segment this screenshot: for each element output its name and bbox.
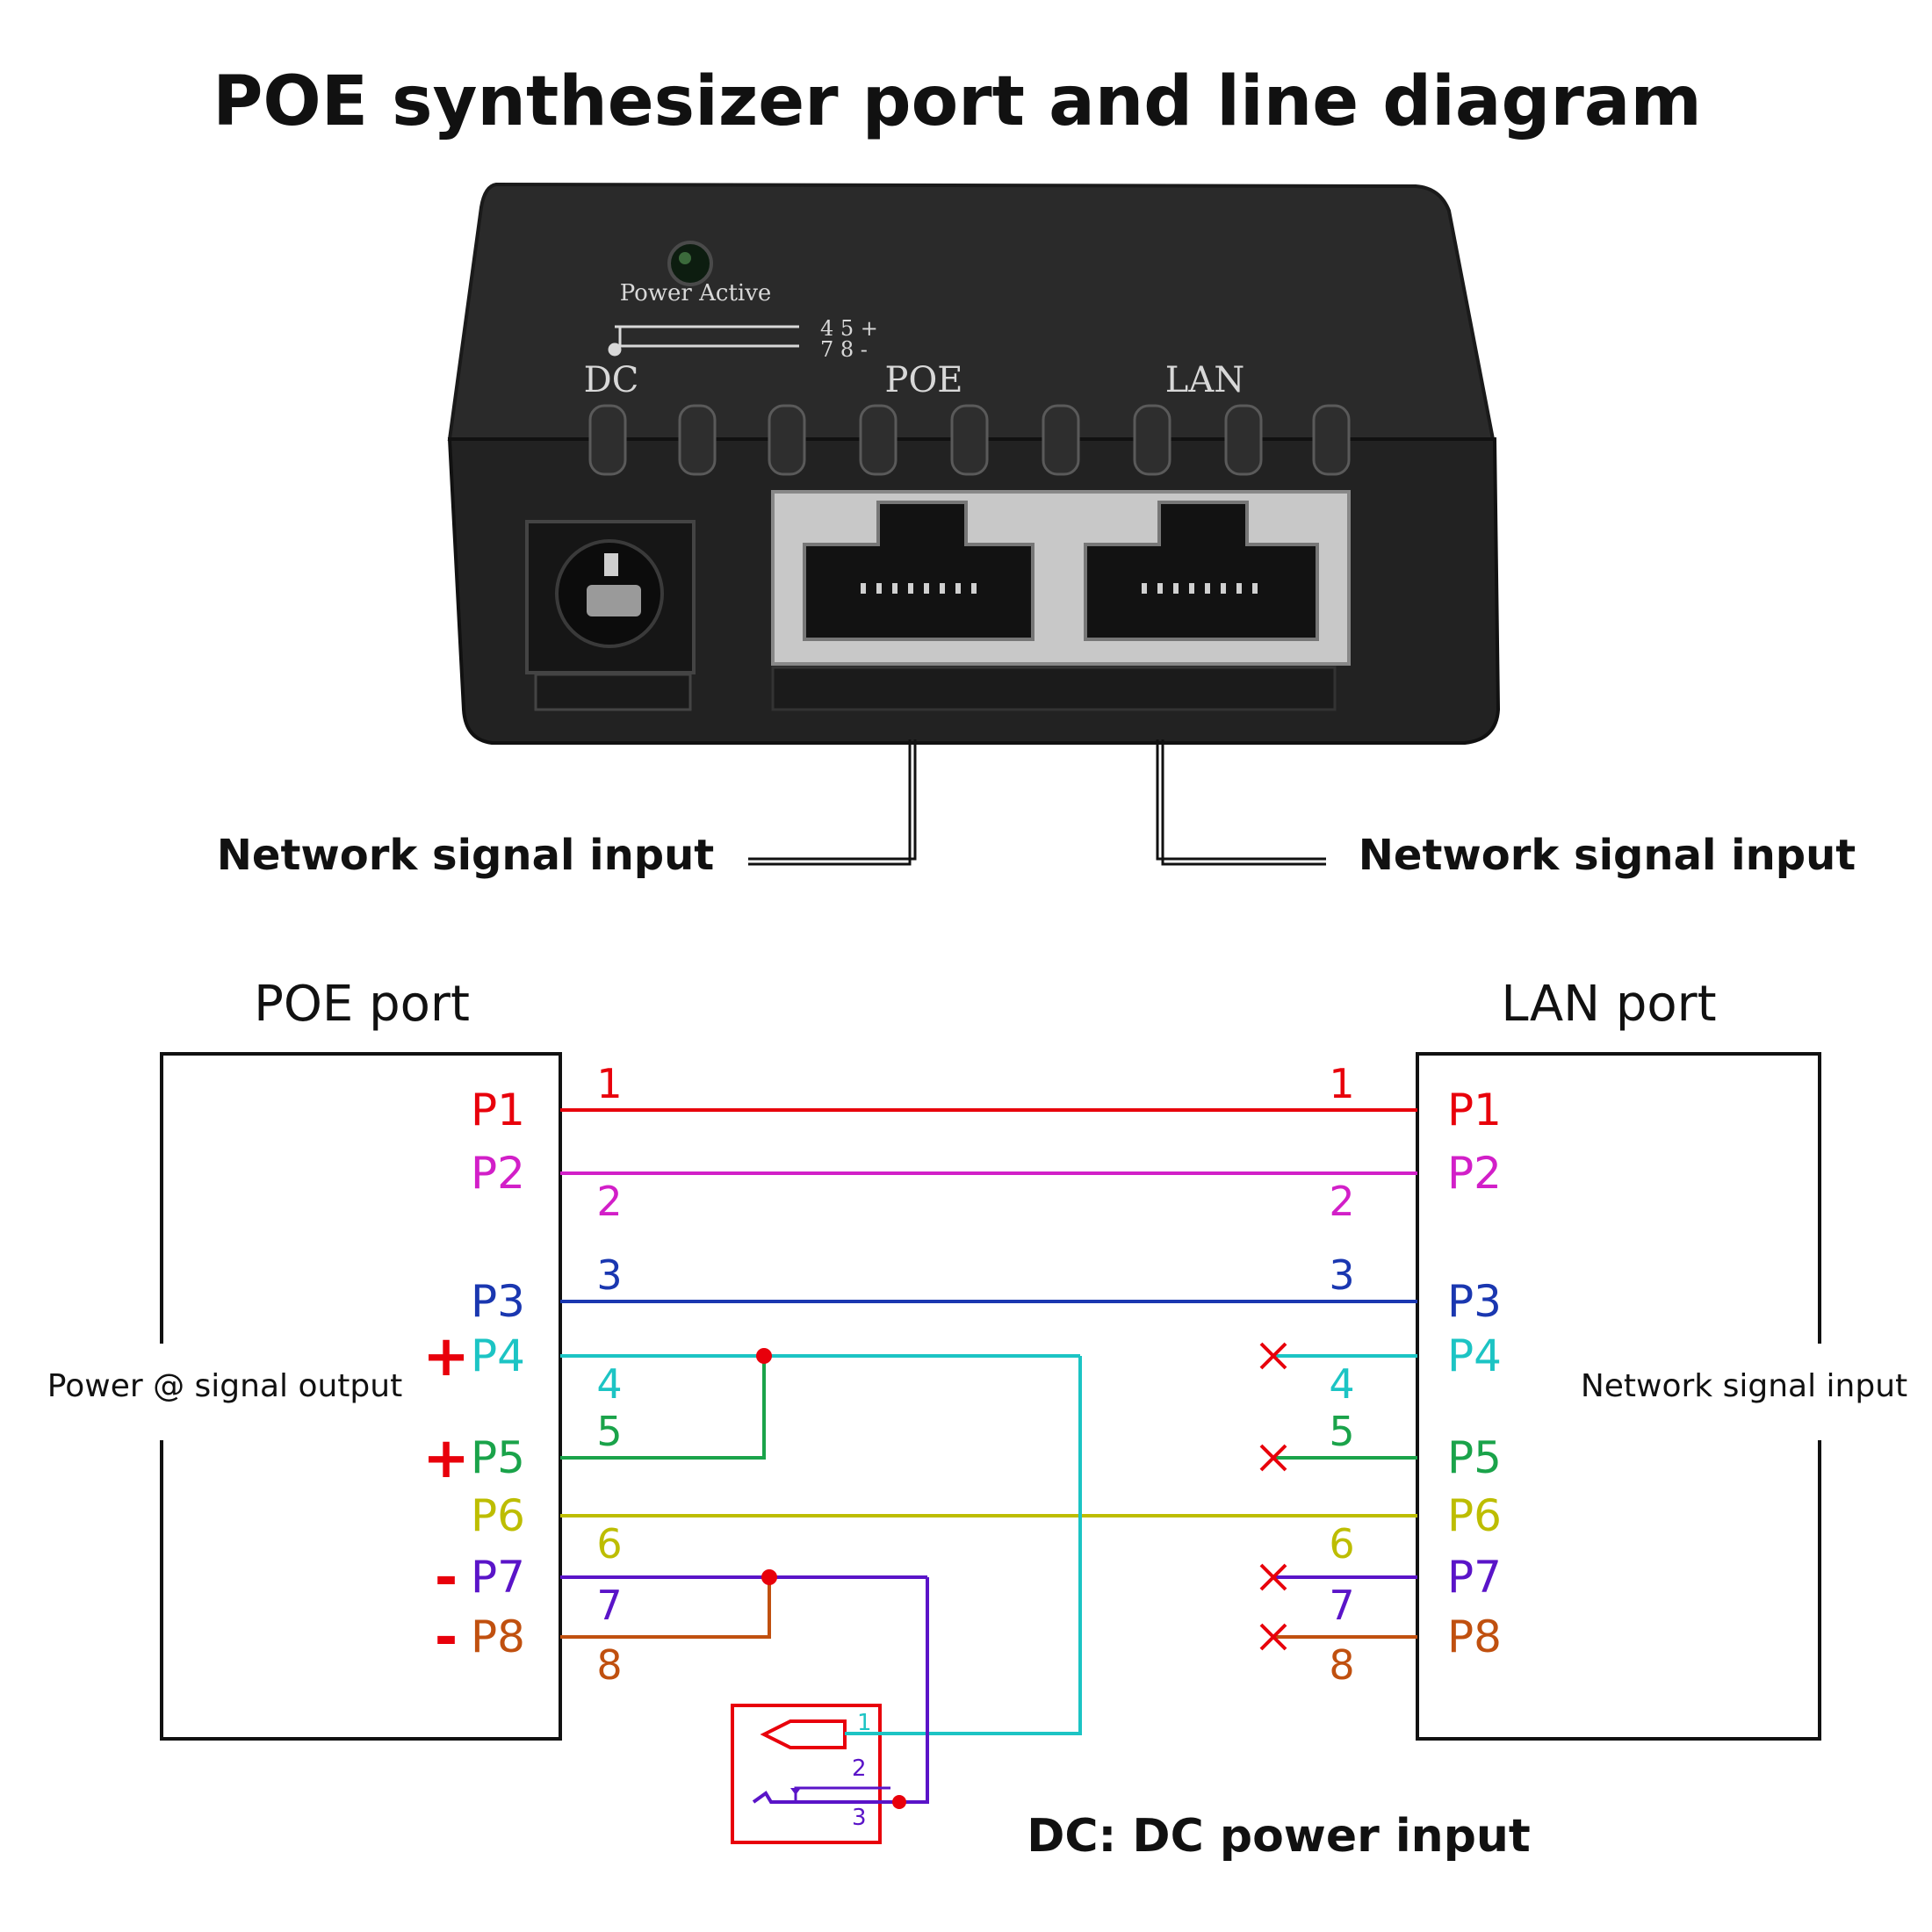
wire-dc-pin1-to-p4: [845, 1356, 1082, 1735]
wire-dc-pin3-to-p7: [899, 1577, 929, 1804]
pin-8-poe-num: 8: [596, 1641, 622, 1689]
polarity-symbol: [608, 325, 799, 357]
pin-7-disconnected-x-icon: [1259, 1563, 1287, 1591]
pin-7-poe-label: P7: [471, 1552, 525, 1603]
pin-6-poe-label: P6: [471, 1490, 525, 1541]
dc-jack-spring-contact: [752, 1791, 899, 1804]
pin-1-poe-label: P1: [471, 1085, 525, 1135]
pin-3-lan-label: P3: [1447, 1276, 1502, 1327]
pin-2-lan-label: P2: [1447, 1148, 1502, 1199]
pin-4-polarity-sign: +: [422, 1324, 470, 1389]
device-label-dc: DC: [584, 360, 639, 400]
dc-jack-frame: [731, 1704, 882, 1844]
led-highlight: [679, 252, 691, 264]
pin-7-polarity-sign: -: [435, 1546, 458, 1611]
polarity-bottom-text: 7 8 -: [820, 337, 868, 362]
pin-8-disconnected-x-icon: [1259, 1623, 1287, 1651]
device-bottom-lip: [771, 666, 1337, 711]
dc-jack-arrow-icon: [790, 1788, 801, 1795]
polarity-top-text: 4 5 +: [820, 316, 878, 341]
poe-port-box: [160, 1052, 562, 1741]
lan-rj45-port: [1084, 501, 1319, 641]
front-ridges: [588, 404, 1351, 476]
pin-6-lan-label: P6: [1447, 1490, 1502, 1541]
pin-7-poe-num: 7: [596, 1582, 622, 1629]
callout-lan-network-signal: Network signal input: [1359, 831, 1856, 880]
pin-5-poe-label: P5: [471, 1432, 525, 1483]
dc-jack-pin2: 2: [852, 1755, 867, 1782]
lan-port-contacts: [1142, 583, 1258, 594]
dc-jack-base: [534, 673, 692, 711]
callout-poe-network-signal: Network signal input: [217, 831, 715, 880]
dc-jack-switch-contact: [794, 1786, 890, 1802]
lan-side-label: Network signal input: [1581, 1368, 1907, 1404]
pin-1-lan-label: P1: [1447, 1085, 1502, 1135]
pin-8-polarity-sign: -: [435, 1605, 458, 1670]
device-top-face: [447, 182, 1496, 441]
pin-1-lan-num: 1: [1329, 1060, 1354, 1107]
pin-5-poe-wire: [560, 1356, 766, 1460]
dc-jack-plug-icon: [760, 1719, 847, 1749]
pin-5-lan-label: P5: [1447, 1432, 1502, 1483]
device-label-poe: POE: [885, 360, 963, 400]
pin-6-poe-num: 6: [596, 1520, 622, 1568]
pin-5-poe-num: 5: [596, 1408, 622, 1455]
dc-junction-dot: [892, 1795, 906, 1809]
lan-port-header: LAN port: [1501, 976, 1716, 1033]
pin-8-lan-num: 8: [1329, 1641, 1354, 1689]
pin-7-lan-num: 7: [1329, 1582, 1354, 1629]
dc-jack-pin1: 1: [857, 1710, 872, 1736]
poe-port-header: POE port: [254, 976, 470, 1033]
pin-4-disconnected-x-icon: [1259, 1342, 1287, 1370]
dc-feed-wires: [845, 1356, 1082, 1804]
pin-3-lan-num: 3: [1329, 1251, 1354, 1299]
poe-port-contacts: [861, 583, 977, 594]
pin-2-poe-label: P2: [471, 1148, 525, 1199]
pin-5-disconnected-x-icon: [1259, 1444, 1287, 1472]
pin-5-polarity-sign: +: [422, 1426, 470, 1491]
dc-jack-center: [604, 553, 618, 576]
pin-1-poe-num: 1: [596, 1060, 622, 1107]
dc-jack-pin3: 3: [852, 1805, 867, 1831]
pin-4-lan-label: P4: [1447, 1330, 1502, 1381]
pin-4-lan-num: 4: [1329, 1360, 1354, 1408]
poe-side-label: Power @ signal output: [47, 1368, 402, 1404]
pin-4-poe-label: P4: [471, 1330, 525, 1381]
lan-port-box: [1416, 1052, 1821, 1741]
poe-injector-device: Power Active 4 5 + 7 8 - DC POE LAN: [447, 182, 1501, 745]
dc-jack-schematic: 1 2 3: [731, 1704, 899, 1844]
pin-8-poe-label: P8: [471, 1611, 525, 1662]
pin-3-poe-num: 3: [596, 1251, 622, 1299]
power-led-icon: [667, 241, 713, 286]
callout-lines: [748, 739, 1326, 866]
pin-7-lan-label: P7: [1447, 1552, 1502, 1603]
dc-jack-pin: [587, 585, 641, 616]
poe-rj45-port: [803, 501, 1034, 641]
pin-2-poe-num: 2: [596, 1178, 622, 1225]
dc-power-input-label: DC: DC power input: [1027, 1810, 1531, 1863]
pin-5-lan-num: 5: [1329, 1408, 1354, 1455]
pin-3-poe-label: P3: [471, 1276, 525, 1327]
junction-p7-p8-dot: [761, 1569, 777, 1585]
diagram-title: POE synthesizer port and line diagram: [213, 62, 1701, 141]
led-label: Power Active: [620, 280, 772, 306]
pin-8-lan-label: P8: [1447, 1611, 1502, 1662]
junction-p4-p5-dot: [756, 1348, 772, 1364]
device-label-lan: LAN: [1165, 360, 1244, 400]
pin-8-poe-wire: [560, 1577, 771, 1639]
pin-4-poe-num: 4: [596, 1360, 622, 1408]
pin-2-lan-num: 2: [1329, 1178, 1354, 1225]
pin-6-lan-num: 6: [1329, 1520, 1354, 1568]
